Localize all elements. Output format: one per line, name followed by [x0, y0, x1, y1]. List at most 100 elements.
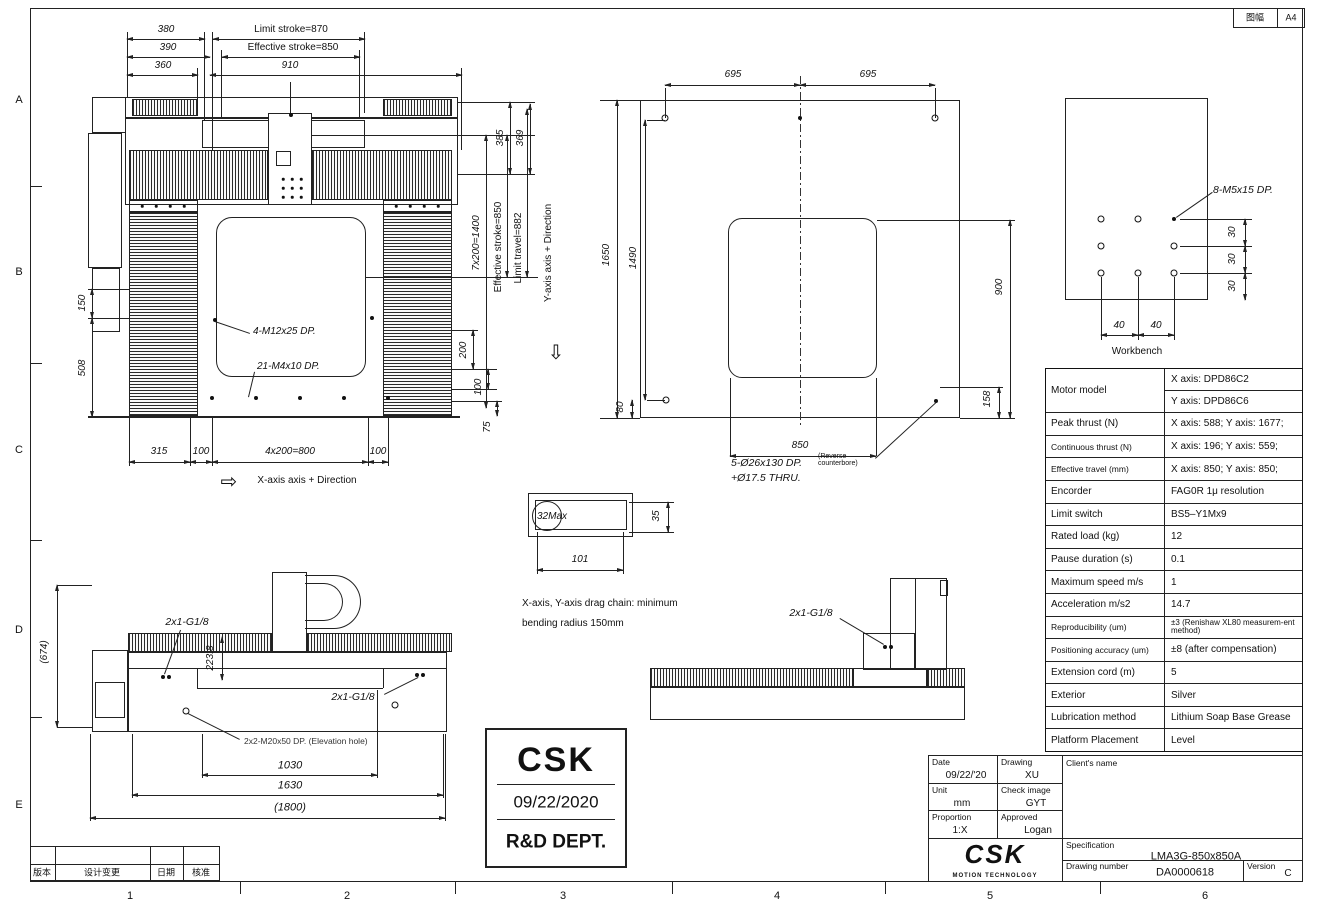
spec-value: Silver [1171, 689, 1197, 701]
dim-380: 380 [157, 24, 175, 35]
extension-line [452, 401, 502, 402]
spec-values: X axis: 850; Y axis: 850; [1164, 458, 1302, 480]
extension-line [600, 418, 640, 419]
extension-line [623, 532, 624, 574]
m5-hole [1097, 269, 1105, 277]
effective-stroke-dim: Effective stroke=850 [247, 42, 339, 53]
zone-tick [30, 540, 42, 541]
spec-label: Extension cord (m) [1051, 667, 1135, 678]
dim-315: 315 [150, 446, 168, 457]
carriage-centerline [290, 82, 291, 113]
m4-hole [342, 396, 346, 400]
zone-tick [672, 882, 673, 894]
m4-hole [254, 396, 258, 400]
m5-callout: 8-M5x15 DP. [1213, 183, 1273, 196]
dim-line [220, 636, 224, 681]
dim-910: 910 [281, 60, 299, 71]
extension-line [647, 400, 665, 401]
drag-chain-arc [305, 575, 361, 629]
dim-30: 30 [1227, 280, 1238, 292]
check-label: Check image [1001, 784, 1051, 795]
m4-hole [298, 396, 302, 400]
zone-letter: C [15, 444, 23, 456]
spec-row: Effective travel (mm)X axis: 850; Y axis… [1046, 457, 1302, 480]
extension-line [88, 318, 129, 319]
dim-80: 80 [615, 401, 626, 413]
dim-line [536, 568, 624, 572]
spec-row: Pause duration (s)0.1 [1046, 547, 1302, 571]
hole [299, 186, 303, 190]
dim-100: 100 [192, 446, 210, 457]
elevation-column [272, 572, 307, 652]
carriage-inner-square [276, 151, 291, 166]
dim-line [615, 99, 619, 419]
spec-value: BS5–Y1Mx9 [1171, 508, 1227, 520]
y-carriage-block [863, 633, 915, 670]
port-dot [889, 645, 893, 649]
zone-tick [30, 717, 42, 718]
dim-line [211, 460, 369, 464]
centerline [800, 76, 801, 426]
x-direction-label: X-axis axis + Direction [257, 475, 357, 486]
spec-value: 12 [1171, 531, 1183, 543]
hole [290, 186, 294, 190]
dim-200: 200 [458, 341, 469, 359]
title-block-line [928, 810, 1062, 811]
dim-100-v: 100 [473, 378, 484, 396]
spec-values: FAG0R 1μ resolution [1164, 480, 1302, 503]
dim-7x200: 7x200=1400 [471, 215, 482, 271]
drawing-value: XU [1025, 770, 1039, 781]
extension-line [202, 734, 203, 778]
spec-values: 5 [1164, 661, 1302, 684]
zone-number: 2 [343, 890, 351, 902]
dim-900: 900 [994, 278, 1005, 296]
drawing-number-value: DA0000618 [1155, 866, 1215, 879]
rail-mount [129, 200, 198, 212]
y-direction-label: Y-axis axis + Direction [543, 203, 554, 303]
y-carriage [890, 578, 947, 670]
title-block-line [928, 783, 1062, 784]
dim-line [128, 460, 191, 464]
extension-line [388, 418, 389, 466]
dim-360: 360 [154, 60, 172, 71]
stamp-logo: CSK [517, 741, 595, 779]
hole [290, 177, 294, 181]
m5-hole [1097, 215, 1105, 223]
dim-line [1008, 219, 1012, 419]
base-line [88, 416, 460, 418]
spec-values: Level [1164, 729, 1302, 752]
stamp-dept: R&D DEPT. [505, 831, 607, 853]
extension-line [665, 88, 666, 118]
spec-row: Rated load (kg)12 [1046, 525, 1302, 548]
elevation-hole [182, 707, 190, 715]
title-block-line [1243, 860, 1244, 882]
dim-line [126, 37, 206, 41]
hole [290, 195, 294, 199]
spec-value: 1 [1171, 576, 1177, 588]
elevation-motor-inner [95, 682, 125, 718]
zone-letter: B [15, 266, 23, 278]
extension-line [197, 68, 198, 99]
extension-line [88, 289, 129, 290]
dim-line [126, 55, 211, 59]
m5-hole [1170, 269, 1178, 277]
dim-line [1243, 245, 1247, 274]
dim-line [55, 584, 59, 728]
hole [436, 204, 440, 208]
x-bellows-hatch [312, 150, 452, 200]
spec-values: X axis: 588; Y axis: 1677; [1164, 413, 1302, 435]
g18-callout: 2x1-G1/8 [331, 690, 375, 703]
revision-change-header: 设计变更 [83, 867, 121, 878]
extension-line [458, 174, 535, 175]
drag-chain-arc [305, 583, 343, 621]
dim-75: 75 [482, 421, 493, 433]
dim-line [90, 288, 94, 319]
x-motor-block [88, 133, 122, 268]
specification-value: LMA3G-850x850A [1150, 850, 1242, 863]
dim-line [201, 773, 378, 777]
revision-table-line [55, 846, 56, 881]
